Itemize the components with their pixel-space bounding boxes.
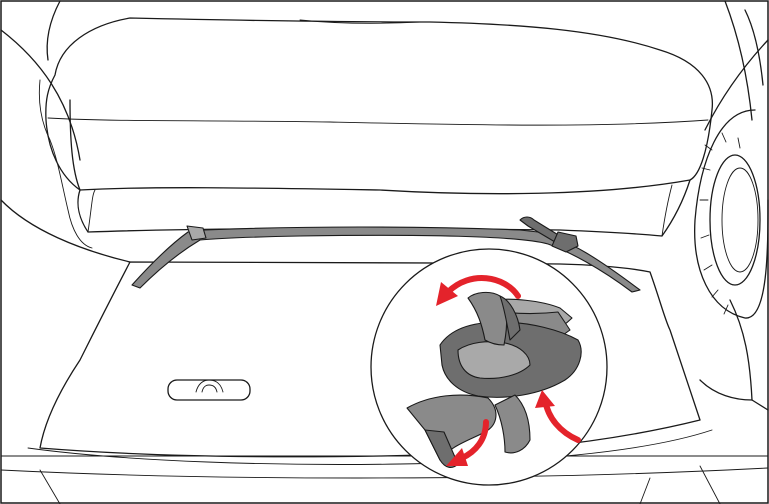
detail-magnifier-icon — [371, 249, 607, 485]
